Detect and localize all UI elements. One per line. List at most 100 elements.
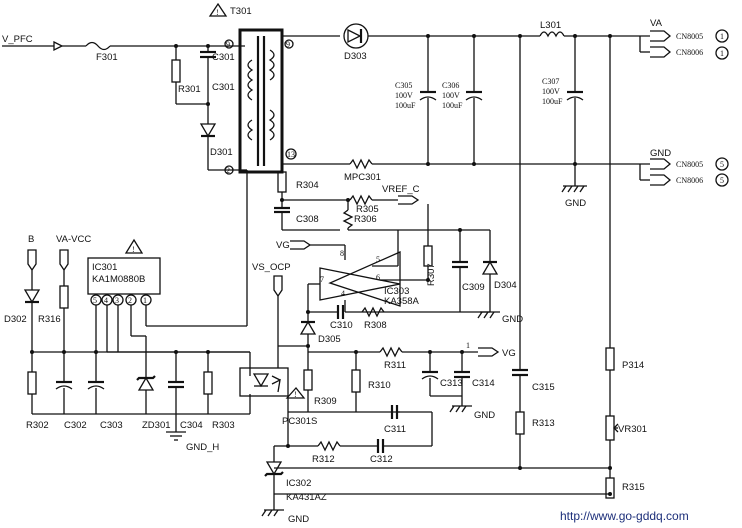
r302-label: R302: [26, 420, 49, 431]
gnd-right-label: GND: [565, 198, 586, 209]
feedback-section: ! PC301S R309 R311 1 VG R310 C313 C314: [239, 341, 610, 525]
pc301s-warning-icon: [285, 386, 306, 399]
opamp-section: R304 C308 R305 VREF_C R306 VG 8 5 6 7 4 …: [252, 164, 523, 348]
ic301-label: IC301: [92, 262, 117, 273]
fuse-f301-icon: [85, 41, 111, 51]
r313-resistor-icon: [515, 411, 525, 435]
r303-label: R303: [212, 420, 235, 431]
r311-icon: [379, 346, 403, 358]
svg-text:CN8005: CN8005: [676, 160, 703, 169]
svg-text:100uF: 100uF: [442, 101, 463, 110]
d301-label: D301: [210, 147, 233, 158]
watermark-url: http://www.go-gddq.com: [560, 509, 689, 523]
vref-c-connector-icon: [398, 195, 420, 205]
vref-c-label: VREF_C: [382, 184, 420, 195]
r309-resistor-icon: [303, 369, 313, 391]
r316-label: R316: [38, 314, 61, 325]
c304-label: C304: [180, 420, 203, 431]
c315-label: C315: [532, 382, 555, 393]
output-section: D303 L301 VA CN8005 CN8006 1 1 C305 100V…: [282, 18, 729, 209]
va-connector-icon: [650, 30, 672, 42]
c308-label: C308: [296, 214, 319, 225]
svg-text:C305: C305: [395, 81, 412, 90]
r301-label: R301: [178, 84, 201, 95]
c310-label: C310: [330, 320, 353, 331]
svg-text:13: 13: [287, 150, 295, 159]
b-label: B: [28, 234, 34, 245]
va-connector2-icon: [650, 46, 672, 58]
svg-text:4: 4: [341, 289, 345, 298]
c314-label: C314: [472, 378, 495, 389]
pc301s-label: PC301S: [282, 416, 317, 427]
r309-label: R309: [314, 396, 337, 407]
vs-ocp-connector-icon: [273, 275, 283, 298]
ic301-box: [87, 257, 161, 295]
zd301-zener-icon: [137, 376, 155, 391]
d303-diode-icon: [347, 28, 362, 44]
l301-inductor-icon: [539, 31, 565, 38]
d302-label: D302: [4, 314, 27, 325]
ka431az-label: KA431AZ: [286, 492, 327, 503]
svg-text:!: !: [132, 245, 135, 254]
vg-left-label: VG: [276, 240, 290, 251]
zd301-label: ZD301: [142, 420, 171, 431]
l301-label: L301: [540, 20, 561, 31]
d303-label: D303: [344, 51, 367, 62]
svg-text:1: 1: [143, 296, 147, 305]
r306-icon: [342, 209, 354, 229]
va-vcc-label: VA-VCC: [56, 234, 91, 245]
gnd-h-label: GND_H: [186, 442, 219, 453]
r305-icon: [349, 194, 373, 206]
ic301-warning-icon: [124, 238, 144, 254]
divider-section: C315 R313 P314 VR301 R315: [512, 36, 647, 499]
mpc301-icon: [349, 158, 373, 170]
v-pfc-label: V_PFC: [2, 34, 33, 45]
vs-ocp-label: VS_OCP: [252, 262, 291, 273]
svg-text:100uF: 100uF: [542, 97, 563, 106]
ic302-label: IC302: [286, 478, 311, 489]
r310-label: R310: [368, 380, 391, 391]
r307-resistor-icon: [423, 245, 433, 267]
gnd-bottom-label: GND: [288, 514, 309, 525]
d301-diode-icon: [199, 123, 217, 138]
r310-resistor-icon: [351, 369, 361, 393]
c301b-label: C301: [212, 82, 235, 93]
gnd-connector2-icon: [650, 174, 672, 186]
mpc301-label: MPC301: [344, 172, 381, 183]
svg-text:1: 1: [720, 49, 724, 58]
r306-label: R306: [354, 214, 377, 225]
r308-icon: [361, 306, 385, 318]
svg-text:9: 9: [286, 40, 290, 49]
p314-label: P314: [622, 360, 644, 371]
c302-label: C302: [64, 420, 87, 431]
svg-text:!: !: [294, 390, 297, 399]
t301-label: T301: [230, 6, 252, 17]
r301-resistor-icon: [171, 59, 181, 83]
r303-resistor-icon: [203, 371, 213, 395]
gnd-op-label: GND: [502, 314, 523, 325]
svg-text:100V: 100V: [395, 91, 413, 100]
t301-transformer-box: [238, 28, 284, 174]
d304-label: D304: [494, 280, 517, 291]
d302-diode-icon: [23, 289, 41, 304]
svg-text:CN8005: CN8005: [676, 32, 703, 41]
svg-text:5: 5: [720, 160, 724, 169]
r316-resistor-icon: [59, 285, 69, 309]
svg-text:100V: 100V: [442, 91, 460, 100]
ka358a-label: KA358A: [384, 296, 420, 307]
svg-text:4: 4: [104, 296, 108, 305]
c303-label: C303: [100, 420, 123, 431]
aux-winding-icon: [247, 119, 254, 141]
svg-text:1: 1: [466, 341, 470, 350]
svg-text:8: 8: [340, 249, 344, 258]
r307-label: R307: [426, 263, 437, 286]
c312-label: C312: [370, 454, 393, 465]
r315-resistor-icon: [605, 477, 615, 499]
svg-text:3: 3: [115, 296, 119, 305]
svg-text:5: 5: [720, 176, 724, 185]
svg-text:CN8006: CN8006: [676, 48, 703, 57]
ka1m0880b-label: KA1M0880B: [92, 274, 145, 285]
d305-diode-icon: [299, 320, 317, 335]
d305-label: D305: [318, 334, 341, 345]
r302-resistor-icon: [27, 371, 37, 395]
